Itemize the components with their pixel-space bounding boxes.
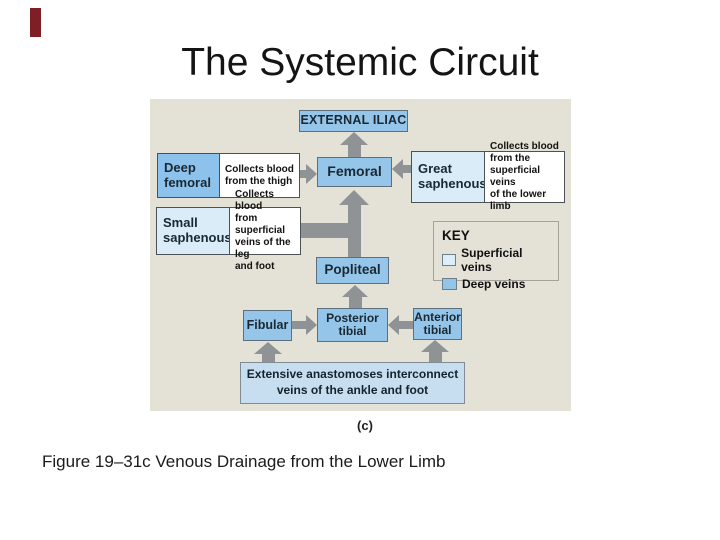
- arrow-shaft: [403, 165, 411, 173]
- node-deep-femoral: Deep femoral Collects blood from the thi…: [157, 153, 300, 198]
- legend: KEY Superficial veins Deep veins: [433, 221, 559, 291]
- node-note: Collects blood from the superficial vein…: [490, 141, 559, 212]
- node-note-cell: Collects blood from the superficial vein…: [484, 141, 564, 212]
- arrow-shaft: [300, 170, 306, 178]
- node-label: Anterior tibial: [414, 309, 461, 337]
- arrow-shaft: [347, 205, 361, 257]
- node-small-saphenous: Small saphenous Collects blood from supe…: [156, 189, 301, 272]
- node-label-cell: Small saphenous: [157, 208, 232, 254]
- superficial-veins-swatch: [442, 254, 457, 266]
- arrow-shaft: [347, 145, 361, 157]
- arrow-shaft: [428, 352, 442, 362]
- connector-small-saphenous-to-trunk: [301, 223, 361, 238]
- node-label-cell: Great saphenous: [412, 152, 487, 202]
- arrow-head: [306, 315, 317, 335]
- node-label: Extensive anastomoses interconnect veins…: [246, 367, 459, 397]
- deep-veins-swatch: [442, 278, 457, 290]
- arrow-shaft: [261, 354, 275, 362]
- arrow-femoral-to-external-iliac: [340, 132, 368, 157]
- node-anterior-tibial: Anterior tibial: [413, 308, 462, 340]
- arrow-posterior-tibial-to-popliteal: [342, 285, 368, 308]
- node-label: EXTERNAL ILIAC: [300, 113, 407, 128]
- node-note: Collects blood from the thigh: [225, 163, 294, 187]
- node-label: Small saphenous: [163, 215, 232, 245]
- legend-title: KEY: [442, 228, 470, 243]
- arrow-popliteal-to-femoral: [339, 190, 369, 257]
- accent-bar: [30, 8, 41, 37]
- node-popliteal: Popliteal: [316, 257, 389, 284]
- node-label: Femoral: [327, 163, 382, 180]
- diagram-panel: EXTERNAL ILIAC Deep femoral Collects blo…: [150, 99, 571, 411]
- node-label: Posterior tibial: [326, 310, 379, 338]
- arrow-head: [306, 164, 317, 184]
- arrow-anastomoses-to-fibular: [254, 342, 282, 362]
- arrow-head: [421, 340, 449, 352]
- arrow-head: [392, 159, 403, 179]
- arrow-head: [342, 285, 368, 297]
- arrow-anastomoses-to-anterior-tibial: [421, 340, 449, 362]
- node-femoral: Femoral: [317, 157, 392, 187]
- page-title: The Systemic Circuit: [181, 41, 539, 84]
- node-label: Popliteal: [324, 262, 381, 278]
- arrow-head: [340, 132, 368, 145]
- node-note: Collects blood from superficial veins of…: [235, 189, 291, 272]
- legend-row-deep: Deep veins: [442, 277, 550, 291]
- legend-label: Superficial veins: [461, 246, 523, 274]
- arrow-head: [388, 315, 399, 335]
- arrow-head: [339, 190, 369, 205]
- node-anastomoses: Extensive anastomoses interconnect veins…: [240, 362, 465, 404]
- arrow-great-saphenous-to-femoral: [392, 159, 411, 179]
- node-label: Fibular: [246, 317, 289, 332]
- node-note-cell: Collects blood from the thigh: [219, 154, 299, 197]
- legend-label: Deep veins: [462, 277, 526, 291]
- node-external-iliac: EXTERNAL ILIAC: [299, 110, 408, 132]
- node-label: Deep femoral: [164, 159, 211, 190]
- node-posterior-tibial: Posterior tibial: [317, 308, 388, 342]
- node-fibular: Fibular: [243, 310, 292, 341]
- node-label-cell: Deep femoral: [158, 154, 219, 197]
- arrow-head: [254, 342, 282, 354]
- arrow-deep-femoral-to-femoral: [300, 164, 317, 184]
- arrow-shaft: [292, 321, 306, 329]
- figure-sublabel: (c): [357, 418, 373, 433]
- arrow-fibular-to-posterior-tibial: [292, 315, 317, 335]
- node-label: Great saphenous: [418, 161, 487, 191]
- node-great-saphenous: Great saphenous Collects blood from the …: [411, 141, 565, 212]
- legend-row-superficial: Superficial veins: [442, 246, 550, 274]
- arrow-shaft: [399, 321, 413, 329]
- node-note-cell: Collects blood from superficial veins of…: [229, 189, 300, 272]
- arrow-anterior-tibial-to-posterior-tibial: [388, 315, 413, 335]
- arrow-shaft: [348, 297, 362, 308]
- figure-caption: Figure 19–31c Venous Drainage from the L…: [42, 452, 446, 471]
